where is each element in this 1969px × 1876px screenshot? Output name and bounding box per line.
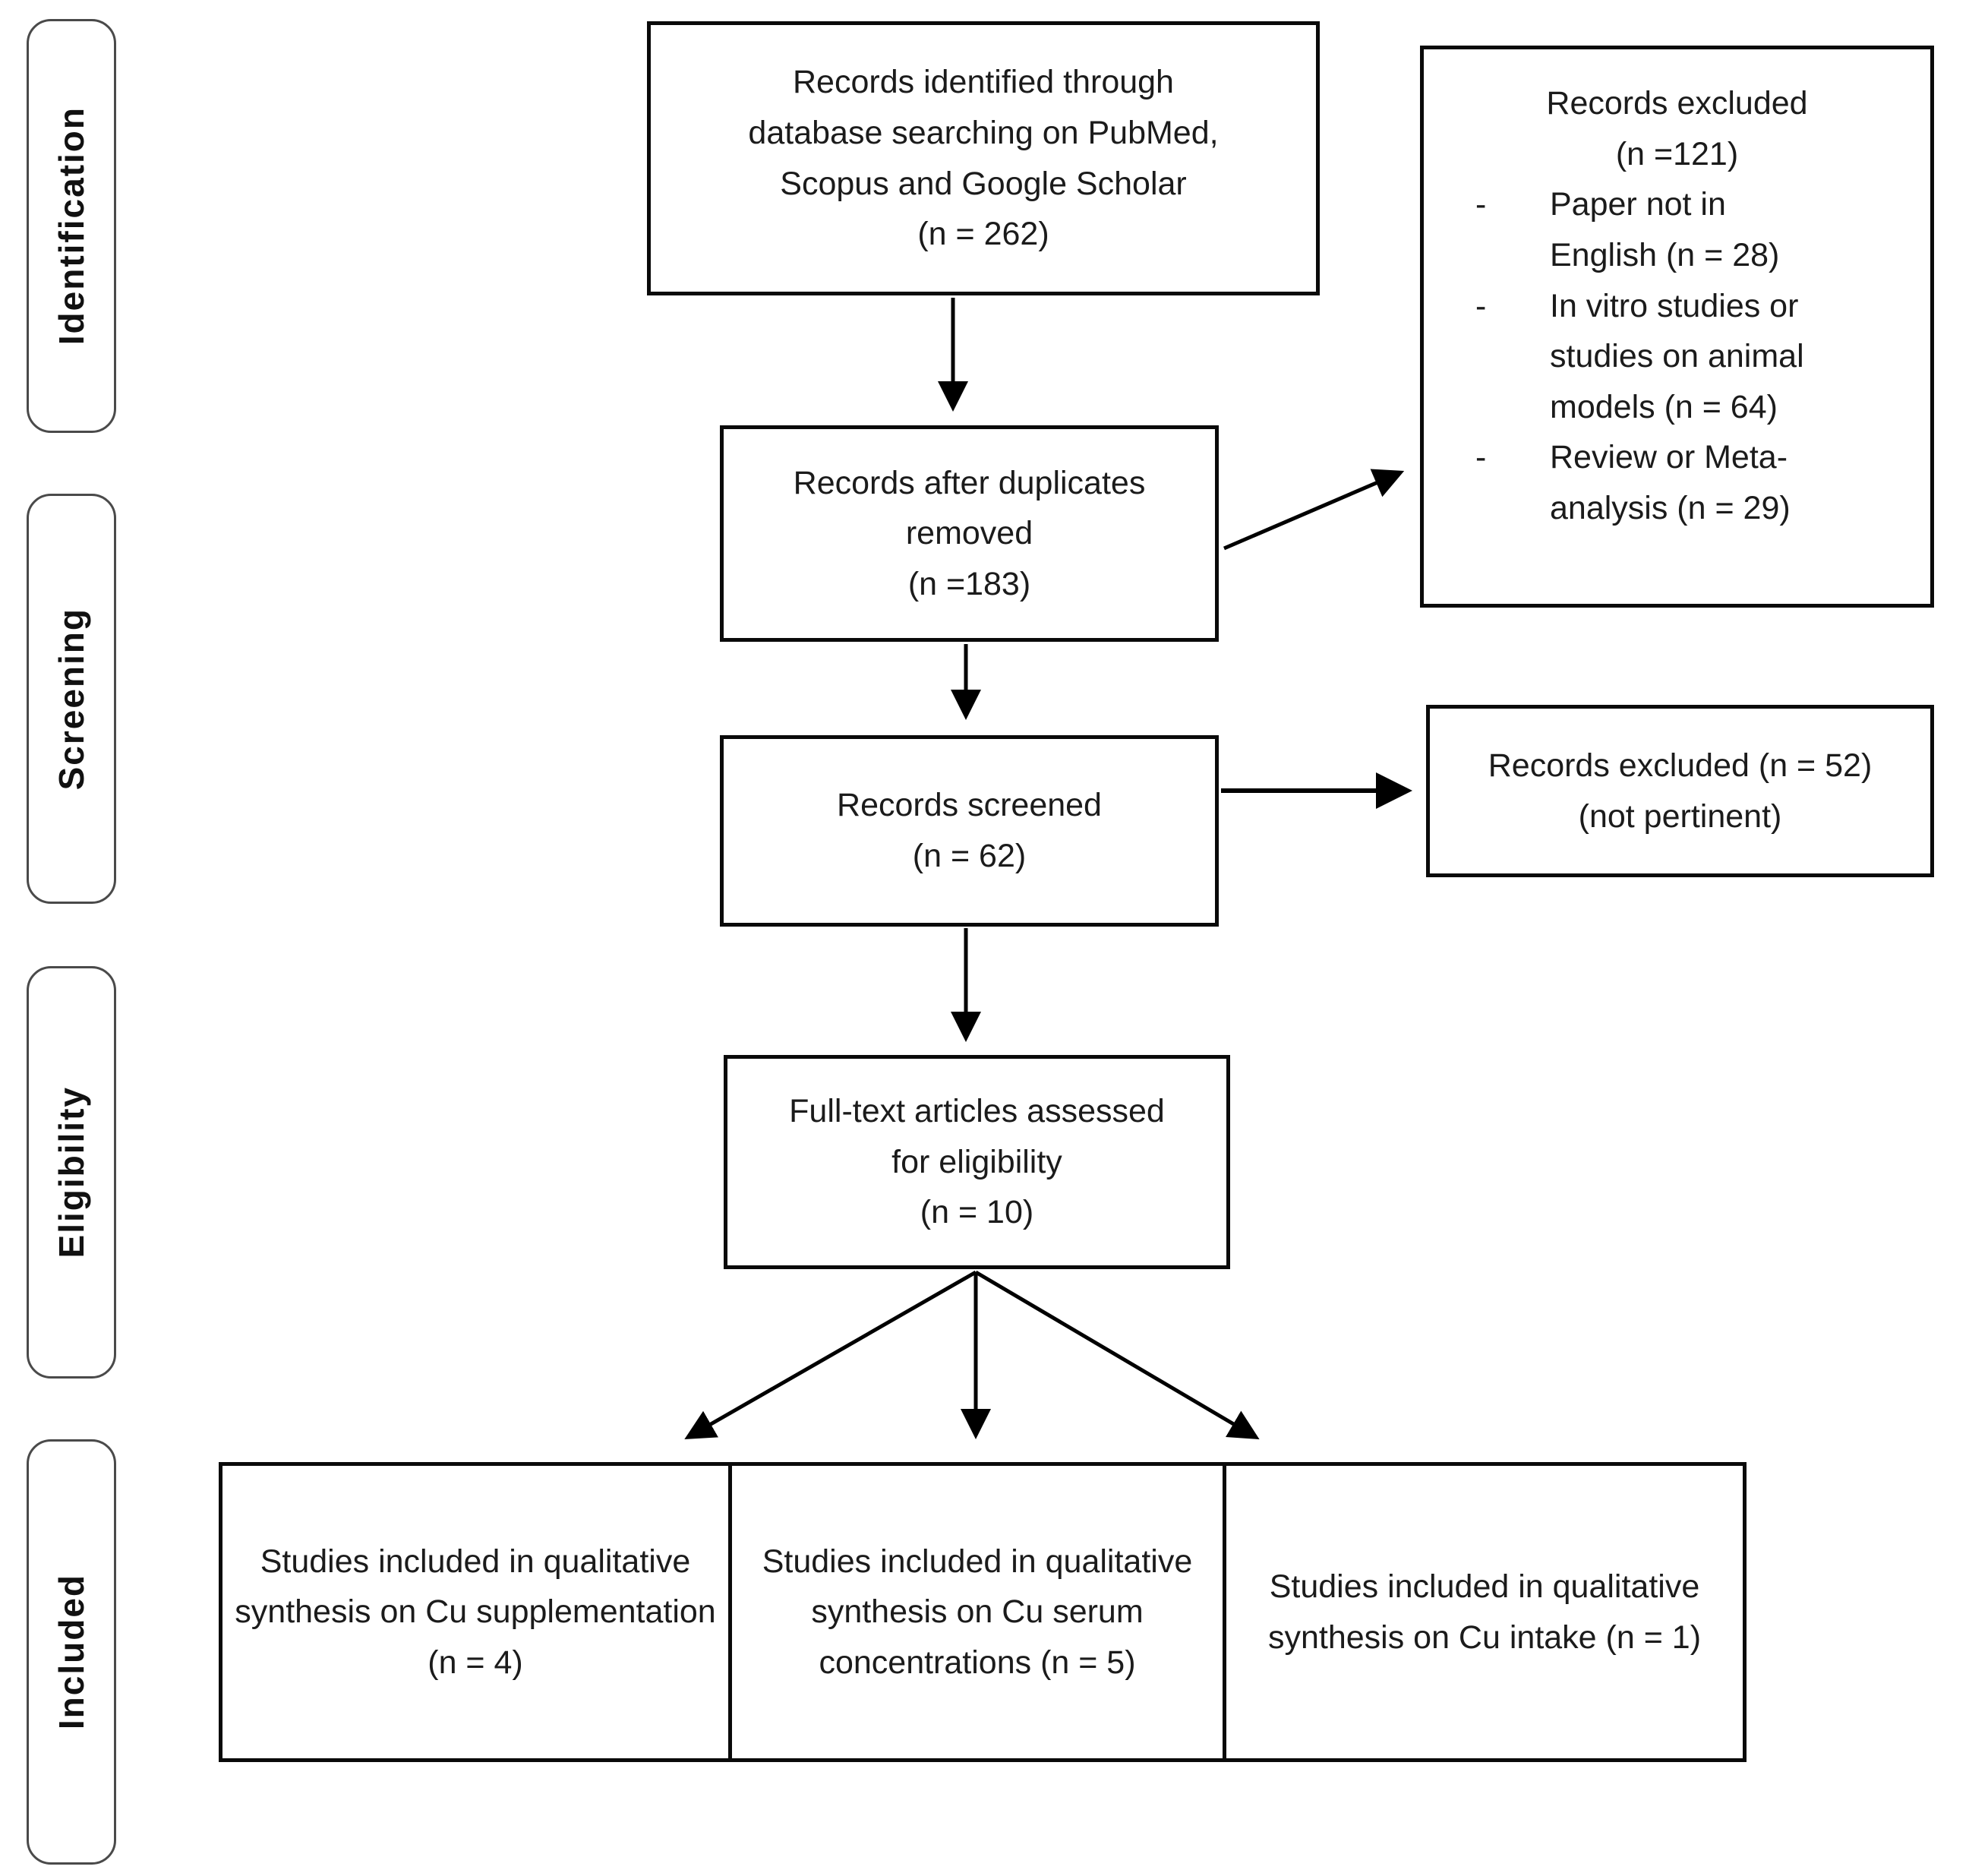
box-records-screened-text: Records screened (n = 62): [837, 787, 1102, 874]
stage-label-text: Screening: [52, 607, 91, 791]
excluded-bullet-item: - In vitro studies or studies on animal …: [1475, 281, 1930, 433]
box-records-excluded-identification: Records excluded (n =121) - Paper not in…: [1420, 46, 1934, 608]
box-included-cu-supplementation: Studies included in qualitative synthesi…: [222, 1466, 732, 1758]
box-fulltext-assessed-text: Full-text articles assessed for eligibil…: [789, 1093, 1165, 1231]
arrow-fulltext-to-intake: [974, 1270, 1260, 1440]
stage-label-text: Identification: [52, 106, 91, 346]
box-records-screened: Records screened (n = 62): [720, 735, 1219, 927]
excluded-bullet-list: - Paper not in English (n = 28) - In vit…: [1424, 179, 1930, 533]
box-records-excluded-screening: Records excluded (n = 52) (not pertinent…: [1426, 705, 1934, 877]
stage-label-included: Included: [27, 1439, 116, 1865]
box-included-cu-supplementation-text: Studies included in qualitative synthesi…: [235, 1543, 716, 1681]
box-included-cu-intake: Studies included in qualitative synthesi…: [1226, 1466, 1743, 1758]
bullet-text: In vitro studies or studies on animal mo…: [1550, 287, 1804, 425]
stage-label-identification: Identification: [27, 19, 116, 433]
bullet-dash: -: [1475, 439, 1487, 476]
box-duplicates-removed-text: Records after duplicates removed (n =183…: [793, 464, 1146, 602]
bullet-dash: -: [1475, 186, 1487, 223]
box-included-cu-intake-text: Studies included in qualitative synthesi…: [1267, 1568, 1702, 1656]
box-fulltext-assessed: Full-text articles assessed for eligibil…: [724, 1055, 1230, 1269]
box-records-excluded-screening-text: Records excluded (n = 52) (not pertinent…: [1488, 747, 1873, 835]
excluded-title: Records excluded (n =121): [1546, 85, 1808, 172]
bullet-text: Review or Meta- analysis (n = 29): [1550, 439, 1791, 527]
box-records-identified: Records identified through database sear…: [647, 21, 1320, 295]
stage-label-text: Eligibility: [52, 1086, 91, 1259]
stage-label-screening: Screening: [27, 494, 116, 904]
arrow-duplicates-to-excluded: [1223, 469, 1405, 551]
bullet-dash: -: [1475, 287, 1487, 324]
stage-label-text: Included: [52, 1574, 91, 1730]
excluded-bullet-item: - Paper not in English (n = 28): [1475, 179, 1930, 280]
stage-label-eligibility: Eligibility: [27, 966, 116, 1379]
box-duplicates-removed: Records after duplicates removed (n =183…: [720, 425, 1219, 642]
box-included-cu-serum: Studies included in qualitative synthesi…: [732, 1466, 1226, 1758]
included-row: Studies included in qualitative synthesi…: [219, 1462, 1747, 1762]
arrow-fulltext-to-supplementation: [684, 1270, 977, 1439]
box-records-identified-text: Records identified through database sear…: [748, 64, 1219, 253]
bullet-text: Paper not in English (n = 28): [1550, 186, 1780, 273]
box-included-cu-serum-text: Studies included in qualitative synthesi…: [762, 1543, 1193, 1681]
excluded-bullet-item: - Review or Meta- analysis (n = 29): [1475, 432, 1930, 533]
